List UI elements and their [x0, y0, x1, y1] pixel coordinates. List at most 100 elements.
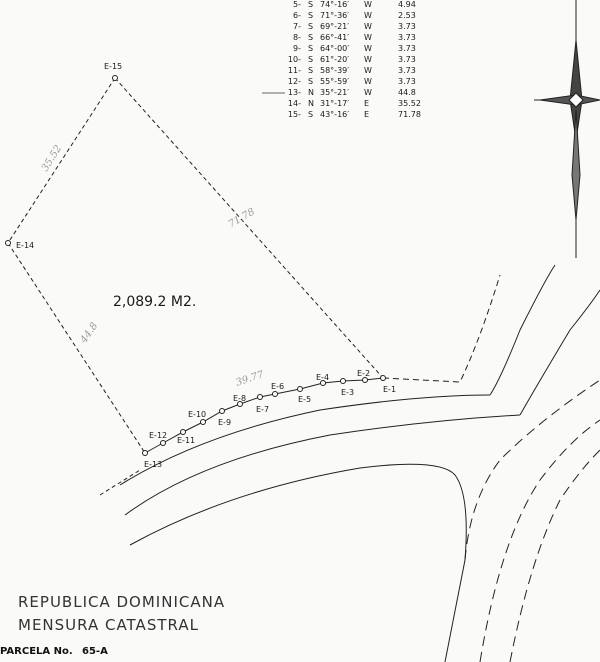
pencil-note-right: 71.78 [227, 206, 257, 230]
bearing-quad: W [364, 77, 372, 86]
point-label: E-7 [256, 405, 269, 414]
bearing-no: 9- [293, 44, 301, 53]
point-label: E-14 [16, 241, 34, 250]
point-label: E-12 [149, 431, 167, 440]
point-marker [272, 391, 278, 397]
parcela-value: 65-A [82, 646, 108, 657]
bearing-dir: N [308, 99, 314, 108]
boundary-point: E-11 [177, 429, 195, 445]
bearing-dir: S [308, 22, 313, 31]
boundary-point: E-14 [5, 240, 34, 250]
bearing-dist: 3.73 [398, 66, 416, 75]
point-marker [112, 75, 118, 81]
boundary-point: E-6 [271, 382, 284, 397]
bearing-no: 8- [293, 33, 301, 42]
pencil-note-left: 44.8 [78, 321, 100, 346]
bearing-dist: 3.73 [398, 55, 416, 64]
title-republica: REPUBLICA DOMINICANA [18, 593, 225, 611]
point-marker [160, 440, 166, 446]
boundary-point: E-3 [340, 378, 354, 397]
boundary-point: E-7 [256, 394, 269, 414]
bearing-quad: E [364, 99, 369, 108]
boundary-points: E-15E-14E-13E-12E-11E-10E-9E-8E-7E-6E-5E… [5, 62, 396, 469]
bearing-angle: 61°-20′ [320, 55, 349, 64]
bearing-dist: 44.8 [398, 88, 416, 97]
bearing-no: 13- [288, 88, 301, 97]
street-dashed-lines [99, 274, 600, 662]
point-label: E-3 [341, 388, 354, 397]
bearing-row: 12- S 55°-59′ W 3.73 [288, 77, 416, 86]
bearing-angle: 35°-21′ [320, 88, 349, 97]
point-marker [5, 240, 11, 246]
point-marker [257, 394, 263, 400]
bearing-dist: 35.52 [398, 99, 421, 108]
bearing-angle: 74°-16′ [320, 0, 349, 9]
point-marker [320, 380, 326, 386]
point-label: E-10 [188, 410, 206, 419]
bearing-row: 6- S 71°-36′ W 2.53 [293, 11, 416, 20]
bearing-dist: 3.73 [398, 22, 416, 31]
bearing-angle: 58°-39′ [320, 66, 349, 75]
parcel-boundary [7, 77, 384, 454]
bearing-no: 10- [288, 55, 301, 64]
point-label: E-6 [271, 382, 284, 391]
bearing-angle: 71°-36′ [320, 11, 349, 20]
bearing-dist: 2.53 [398, 11, 416, 20]
boundary-point: E-12 [149, 431, 167, 446]
bearing-no: 15- [288, 110, 301, 119]
bearing-quad: E [364, 110, 369, 119]
bearing-angle: 66°-41′ [320, 33, 349, 42]
area-label: 2,089.2 M2. [113, 294, 196, 310]
bearing-quad: W [364, 22, 372, 31]
boundary-point: E-9 [218, 408, 231, 427]
bearing-angle: 69°-21′ [320, 22, 349, 31]
bearing-angle: 55°-59′ [320, 77, 349, 86]
point-marker [340, 378, 346, 384]
bearing-dist: 3.73 [398, 77, 416, 86]
point-label: E-4 [316, 373, 329, 382]
bearing-quad: W [364, 66, 372, 75]
bearing-no: 12- [288, 77, 301, 86]
bearing-dir: S [308, 77, 313, 86]
bearing-quad: W [364, 11, 372, 20]
point-label: E-5 [298, 395, 311, 404]
boundary-point: E-1 [380, 375, 396, 394]
point-label: E-9 [218, 418, 231, 427]
street-lines [119, 264, 600, 662]
bearing-angle: 43°-16′ [320, 110, 349, 119]
point-marker [180, 429, 186, 435]
bearing-angle: 31°-17′ [320, 99, 349, 108]
bearing-row: 14- N 31°-17′ E 35.52 [288, 99, 421, 108]
boundary-point: E-5 [297, 386, 311, 404]
point-marker [380, 375, 386, 381]
point-marker [219, 408, 225, 414]
bearing-dir: S [308, 33, 313, 42]
bearing-no: 14- [288, 99, 301, 108]
bearing-dir: S [308, 110, 313, 119]
boundary-point: E-15 [104, 62, 122, 81]
bearing-no: 6- [293, 11, 301, 20]
boundary-point: E-13 [142, 450, 162, 469]
point-label: E-15 [104, 62, 122, 71]
boundary-point: E-10 [188, 410, 206, 425]
bearing-no: 11- [288, 66, 301, 75]
point-marker [237, 401, 243, 407]
bearing-dir: S [308, 11, 313, 20]
bearing-dist: 3.73 [398, 33, 416, 42]
title-mensura: MENSURA CATASTRAL [18, 616, 199, 634]
point-marker [297, 386, 303, 392]
bearing-dir: S [308, 44, 313, 53]
parcela-label: PARCELA No. [0, 646, 73, 657]
bearing-row: 11- S 58°-39′ W 3.73 [288, 66, 416, 75]
bearing-dir: S [308, 0, 313, 9]
bearing-dir: S [308, 66, 313, 75]
